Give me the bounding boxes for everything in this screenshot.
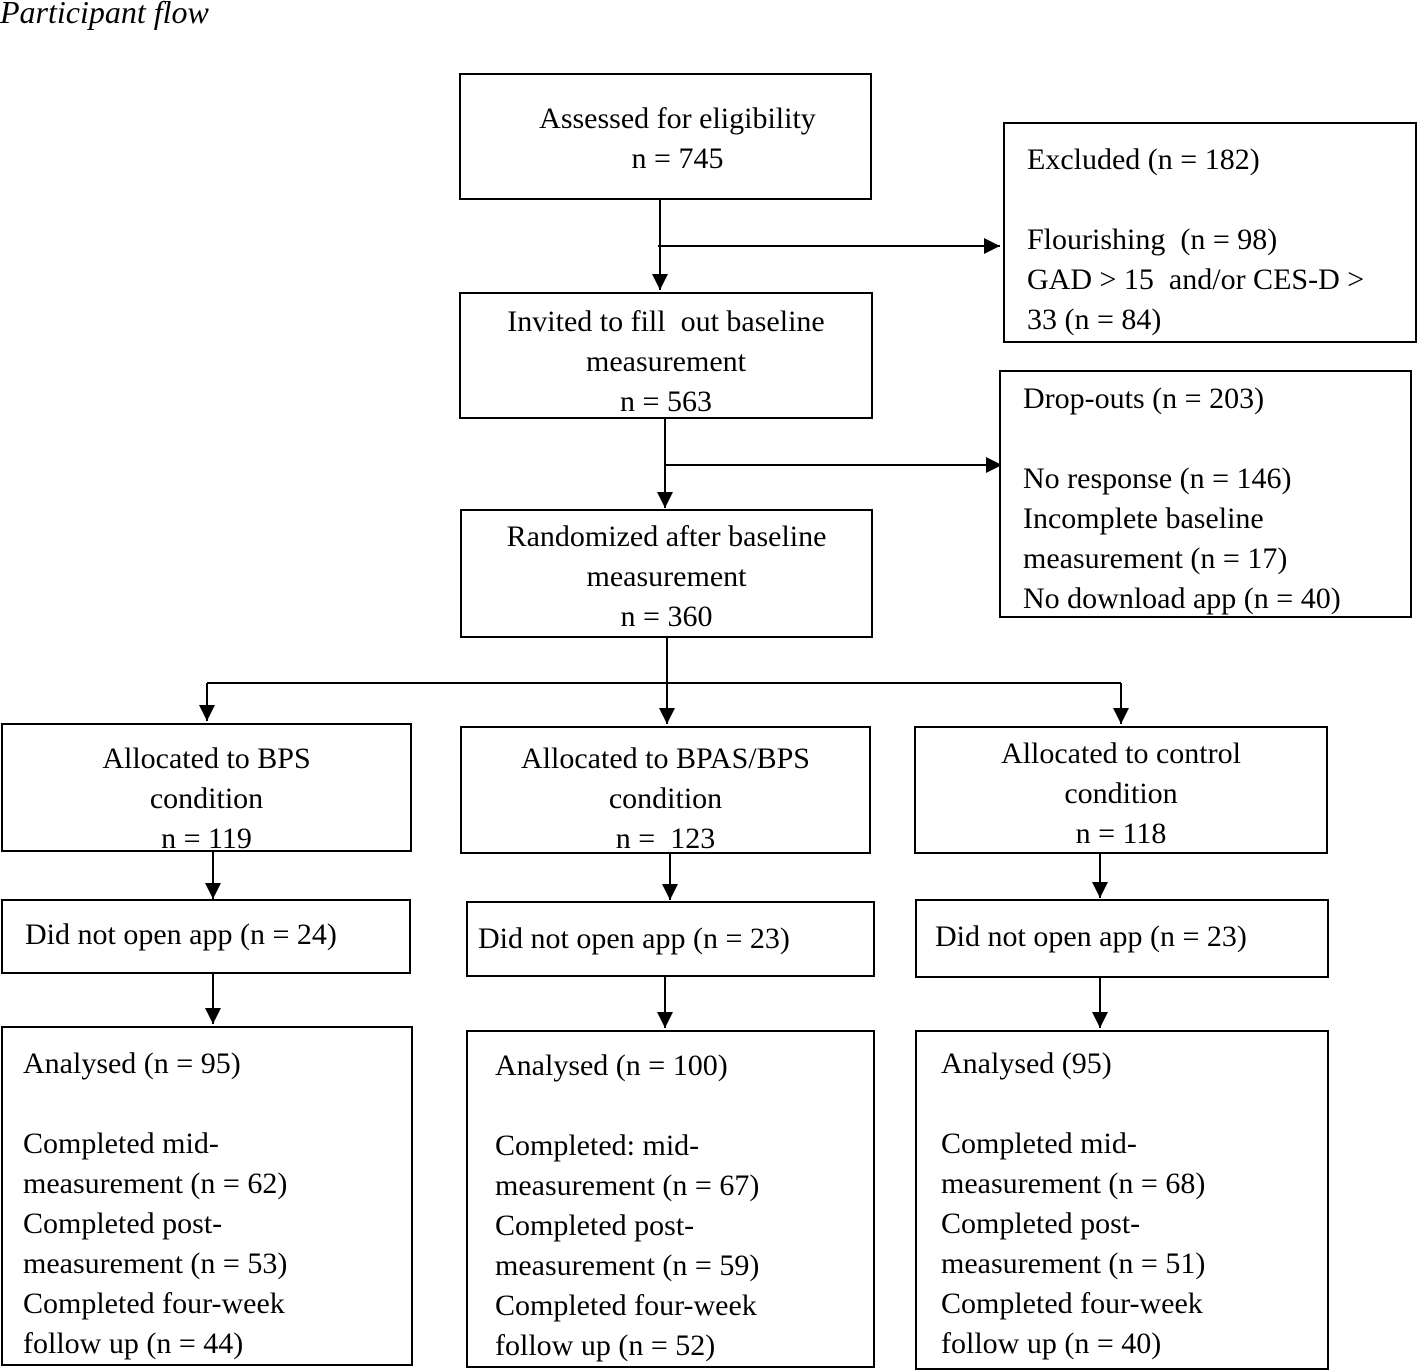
arm2-post-2: measurement (n = 59) — [495, 1249, 760, 1282]
excluded-flourishing: Flourishing (n = 98) — [1027, 223, 1278, 256]
arm2-not-open: Did not open app (n = 23) — [478, 922, 790, 955]
arm2-not-open-box: Did not open app (n = 23) — [466, 901, 875, 977]
invited-count: n = 563 — [620, 385, 712, 418]
arm2-allocated-label: Allocated to BPAS/BPS — [521, 742, 810, 775]
assessed-count: n = 745 — [631, 142, 724, 175]
randomized-count: n = 360 — [620, 600, 713, 633]
arm1-analysed-box: Analysed (n = 95) Completed mid- measure… — [1, 1026, 413, 1366]
arm3-not-open-box: Did not open app (n = 23) — [915, 899, 1329, 978]
arm2-mid-1: Completed: mid- — [495, 1129, 700, 1162]
arm3-allocated-box: Allocated to control condition n = 118 — [914, 726, 1328, 854]
randomized-box: Randomized after baseline measurement n … — [460, 509, 873, 638]
arm2-mid-2: measurement (n = 67) — [495, 1169, 760, 1202]
randomized-label: Randomized after baseline — [506, 520, 827, 553]
arm3-mid-2: measurement (n = 68) — [941, 1167, 1206, 1200]
dropouts-no-download: No download app (n = 40) — [1023, 582, 1341, 615]
arm2-post-1: Completed post- — [495, 1209, 695, 1242]
invited-label: Invited to fill out baseline — [507, 305, 825, 338]
assessed-box: Assessed for eligibility n = 745 — [459, 73, 872, 200]
arm2-analysed-header: Analysed (n = 100) — [495, 1049, 728, 1082]
arm2-allocated-box: Allocated to BPAS/BPS condition n = 123 — [460, 726, 871, 855]
arm3-post-1: Completed post- — [941, 1207, 1141, 1240]
arm1-allocated-count: n = 119 — [161, 822, 252, 855]
arm1-follow-2: follow up (n = 44) — [23, 1327, 244, 1360]
arm1-allocated-label-2: condition — [149, 782, 264, 815]
excluded-header: Excluded (n = 182) — [1027, 143, 1260, 176]
dropouts-incomplete-2: measurement (n = 17) — [1023, 542, 1288, 575]
arm3-follow-1: Completed four-week — [941, 1287, 1203, 1320]
arm2-follow-1: Completed four-week — [495, 1289, 757, 1322]
arm3-analysed-box: Analysed (95) Completed mid- measurement… — [915, 1030, 1329, 1370]
dropouts-box: Drop-outs (n = 203) No response (n = 146… — [999, 370, 1412, 618]
arm1-mid-1: Completed mid- — [23, 1127, 219, 1160]
arm2-allocated-label-2: condition — [608, 782, 723, 815]
arm1-not-open-box: Did not open app (n = 24) — [1, 899, 411, 974]
arm1-analysed-header: Analysed (n = 95) — [23, 1047, 241, 1080]
assessed-label: Assessed for eligibility — [539, 102, 816, 135]
arm1-allocated-box: Allocated to BPS condition n = 119 — [1, 723, 412, 855]
arm3-mid-1: Completed mid- — [941, 1127, 1137, 1160]
arm3-post-2: measurement (n = 51) — [941, 1247, 1206, 1280]
arm1-post-2: measurement (n = 53) — [23, 1247, 288, 1280]
invited-label-2: measurement — [586, 345, 746, 378]
invited-box: Invited to fill out baseline measurement… — [459, 292, 873, 419]
arm3-allocated-label: Allocated to control — [1001, 737, 1241, 770]
arm2-follow-2: follow up (n = 52) — [495, 1329, 716, 1362]
excluded-gad-line1: GAD > 15 and/or CES-D > — [1027, 263, 1365, 296]
arm3-not-open: Did not open app (n = 23) — [935, 920, 1247, 953]
dropouts-no-response: No response (n = 146) — [1023, 462, 1292, 495]
arm2-allocated-count: n = 123 — [615, 822, 716, 855]
arm3-follow-2: follow up (n = 40) — [941, 1327, 1162, 1360]
arm2-analysed-box: Analysed (n = 100) Completed: mid- measu… — [466, 1030, 875, 1368]
randomized-label-2: measurement — [586, 560, 747, 593]
arm1-mid-2: measurement (n = 62) — [23, 1167, 288, 1200]
dropouts-header: Drop-outs (n = 203) — [1023, 382, 1265, 415]
page-title: Participant flow — [0, 0, 209, 30]
excluded-box: Excluded (n = 182) Flourishing (n = 98) … — [1003, 122, 1417, 343]
arm1-follow-1: Completed four-week — [23, 1287, 285, 1320]
arm1-post-1: Completed post- — [23, 1207, 223, 1240]
arm3-analysed-header: Analysed (95) — [941, 1047, 1112, 1080]
excluded-gad-line2: 33 (n = 84) — [1027, 303, 1162, 336]
arm1-not-open: Did not open app (n = 24) — [25, 918, 337, 951]
dropouts-incomplete-1: Incomplete baseline — [1023, 502, 1264, 535]
arm3-allocated-label-2: condition — [1064, 777, 1178, 810]
arm3-allocated-count: n = 118 — [1075, 817, 1167, 850]
arm1-allocated-label: Allocated to BPS — [102, 742, 311, 775]
